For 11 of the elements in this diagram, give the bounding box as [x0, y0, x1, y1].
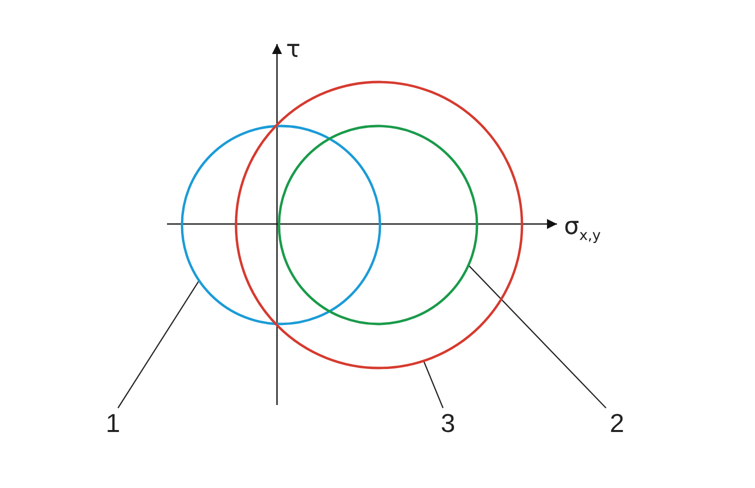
callout-number: 3 — [440, 408, 456, 438]
callout-number: 1 — [104, 408, 122, 438]
circle-outline — [234, 80, 524, 370]
leader-line — [423, 360, 444, 408]
leader-line — [118, 280, 200, 408]
axis-label: σ$_{x,y}$ — [564, 214, 601, 244]
callout-number: 2 — [608, 408, 626, 438]
circle-outline — [180, 124, 382, 326]
leader-line — [468, 264, 606, 408]
circle-outline — [277, 124, 479, 326]
axis-label: τ — [286, 37, 300, 61]
